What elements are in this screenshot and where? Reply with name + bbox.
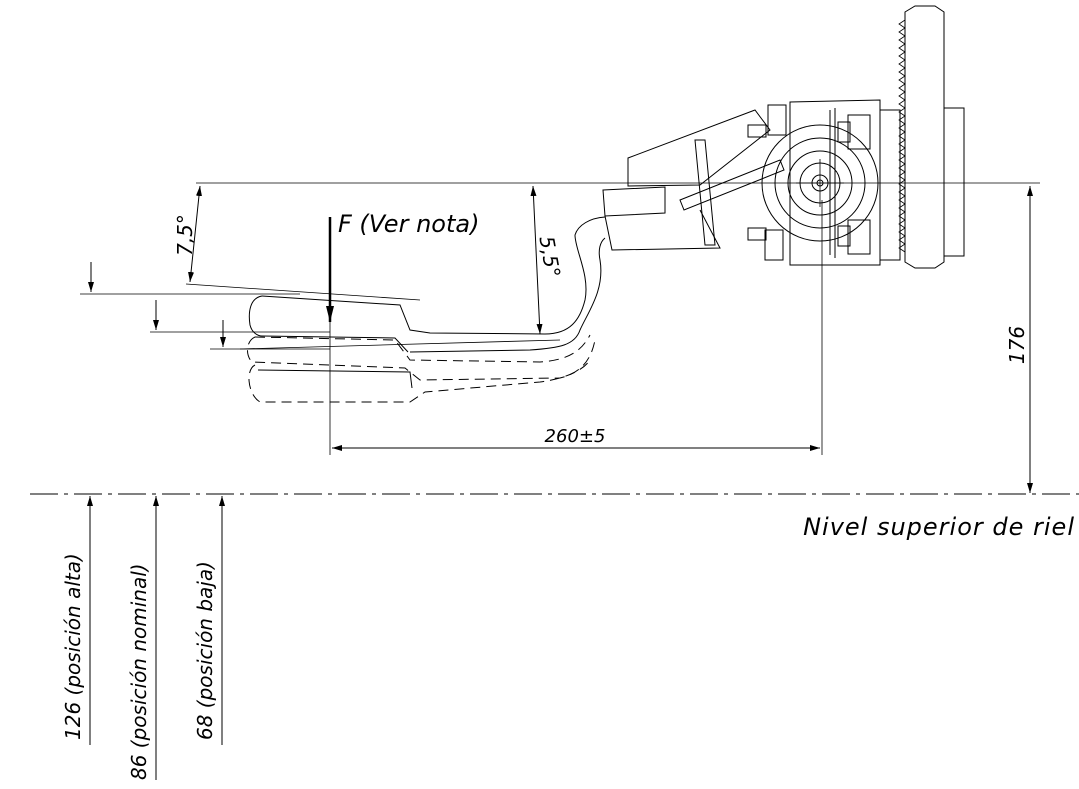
- dimension-176: 176: [1005, 186, 1033, 493]
- position-high: 126 (posición alta): [61, 496, 93, 745]
- dimension-176-label: 176: [1005, 326, 1029, 364]
- position-low: 68 (posición baja): [193, 496, 225, 745]
- position-nominal-label: 86 (posición nominal): [127, 563, 151, 780]
- force-label: F (Ver nota): [338, 210, 479, 238]
- angle-5-5-label: 5,5°: [534, 234, 565, 279]
- serrated-clamp: [879, 5, 965, 269]
- angle-5-5: 5,5°: [530, 185, 565, 335]
- position-nominal: 86 (posición nominal): [127, 496, 159, 780]
- pivot-housing: [747, 99, 881, 266]
- force-arrow: F (Ver nota): [326, 210, 479, 322]
- angle-7-5-label: 7,5°: [173, 214, 197, 256]
- position-high-label: 126 (posición alta): [61, 553, 85, 740]
- dimension-260-label: 260±5: [545, 426, 606, 447]
- position-offset-dimensions: [80, 262, 330, 350]
- rail-level-label: Nivel superior de riel: [803, 513, 1075, 541]
- pivot-arm: [602, 109, 785, 251]
- collector-shoe: [239, 216, 606, 403]
- position-low-label: 68 (posición baja): [193, 561, 217, 740]
- angle-7-5: 7,5°: [173, 185, 421, 301]
